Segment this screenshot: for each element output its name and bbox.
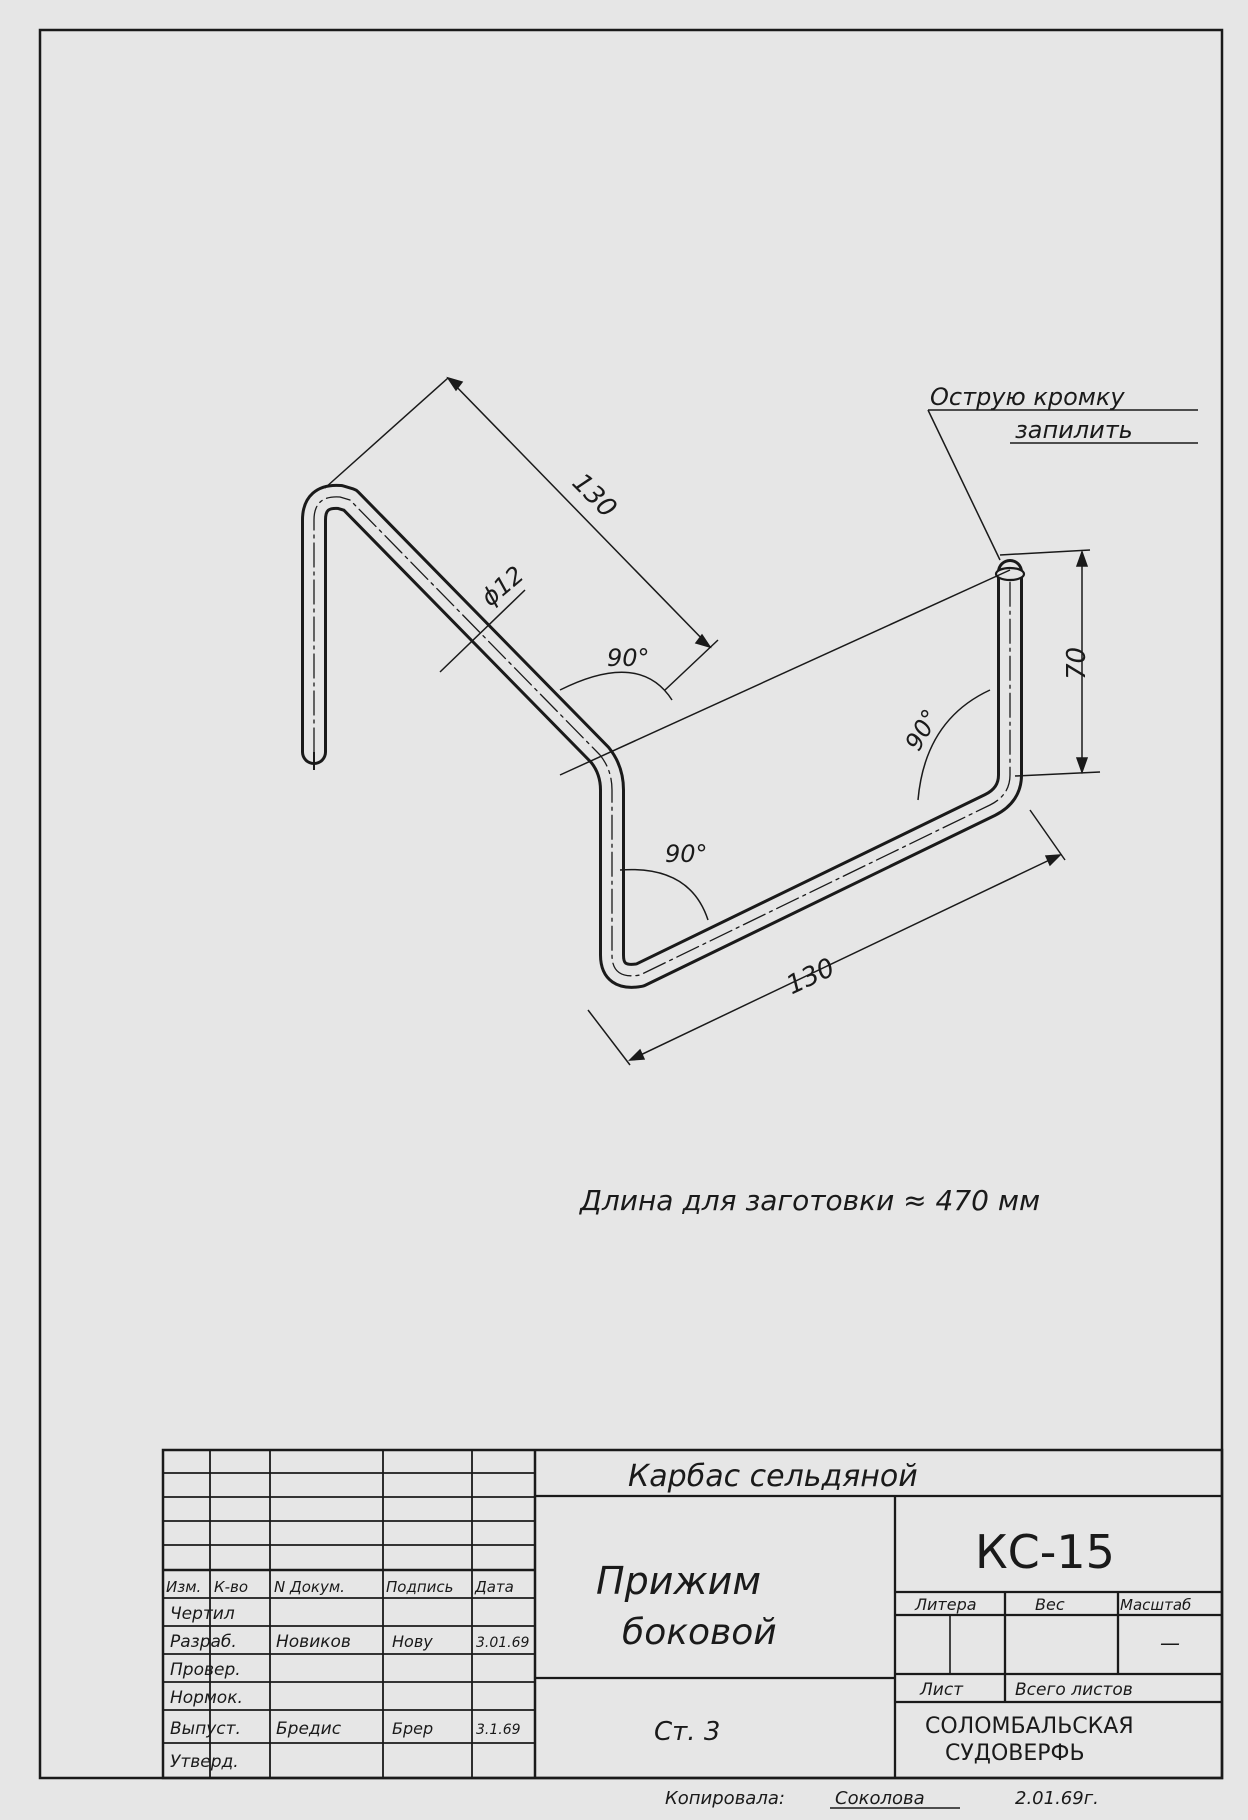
- dim-angle-top: 90°: [607, 644, 650, 672]
- note-sharp-edge-line2: запилить: [1015, 416, 1133, 444]
- dim-angle-right: 90°: [900, 704, 946, 755]
- col-header-izm: Изм.: [166, 1578, 201, 1596]
- designation: КС-15: [975, 1525, 1115, 1579]
- ves-label: Вес: [1035, 1595, 1065, 1614]
- org-line1: СОЛОМБАЛЬСКАЯ: [925, 1714, 1134, 1739]
- role-vypusk: Выпуст.: [170, 1719, 241, 1739]
- vypusk-name: Бредис: [276, 1719, 342, 1739]
- part-name-line1: Прижим: [596, 1559, 761, 1603]
- masshtab-label: Масштаб: [1120, 1596, 1191, 1614]
- title-block: Изм. К-во N Докум. Подпись Дата Чертил Р…: [161, 1448, 1224, 1780]
- blank-length-note: Длина для заготовки ≈ 470 мм: [578, 1184, 1040, 1217]
- litera-label: Литера: [914, 1595, 977, 1614]
- role-razrab: Разраб.: [170, 1632, 237, 1652]
- vypusk-signature: Брер: [392, 1719, 433, 1738]
- dim-bottom-length: 130: [782, 953, 840, 1001]
- razrab-signature: Нову: [392, 1632, 433, 1651]
- role-chertil: Чертил: [170, 1604, 235, 1624]
- col-header-data: Дата: [474, 1578, 514, 1596]
- razrab-date: 3.01.69: [476, 1635, 530, 1651]
- dim-diameter: ϕ12: [476, 561, 530, 612]
- note-sharp-edge-line1: Острую кромку: [930, 383, 1125, 411]
- copied-name: Соколова: [835, 1788, 925, 1809]
- col-header-ndokum: N Докум.: [274, 1578, 345, 1596]
- dim-angle-bottom: 90°: [665, 840, 708, 868]
- material: Ст. 3: [654, 1717, 720, 1747]
- copied-label: Копировала:: [665, 1788, 785, 1809]
- list-label: Лист: [919, 1680, 964, 1700]
- title-block-grid: [163, 1450, 537, 1778]
- role-prover: Провер.: [170, 1660, 241, 1680]
- razrab-name: Новиков: [276, 1632, 351, 1652]
- part-name-line2: боковой: [622, 1612, 777, 1653]
- project-name: Карбас сельдяной: [628, 1459, 918, 1494]
- vypusk-date: 3.1.69: [476, 1722, 521, 1738]
- bent-rod: [301, 483, 1026, 989]
- role-normok: Нормок.: [170, 1688, 243, 1708]
- role-utverd: Утверд.: [170, 1752, 239, 1772]
- vsego-listov-label: Всего листов: [1015, 1680, 1133, 1700]
- masshtab-value: —: [1160, 1631, 1180, 1655]
- dim-top-length: 130: [566, 468, 622, 524]
- sheet-frame: [38, 28, 1224, 1780]
- copied-date: 2.01.69г.: [1015, 1788, 1099, 1809]
- dim-height: 70: [1062, 647, 1092, 680]
- title-block-right: [535, 1494, 1222, 1778]
- part-drawing: Острую кромку запилить 130 ϕ12 90° 90° 9…: [301, 376, 1198, 1217]
- org-line2: СУДОВЕРФЬ: [945, 1741, 1085, 1766]
- col-header-podpis: Подпись: [386, 1578, 453, 1596]
- col-header-kvo: К-во: [214, 1578, 248, 1596]
- dimension-lines: [324, 376, 1198, 1066]
- copy-footer: Копировала: Соколова 2.01.69г.: [665, 1788, 1099, 1809]
